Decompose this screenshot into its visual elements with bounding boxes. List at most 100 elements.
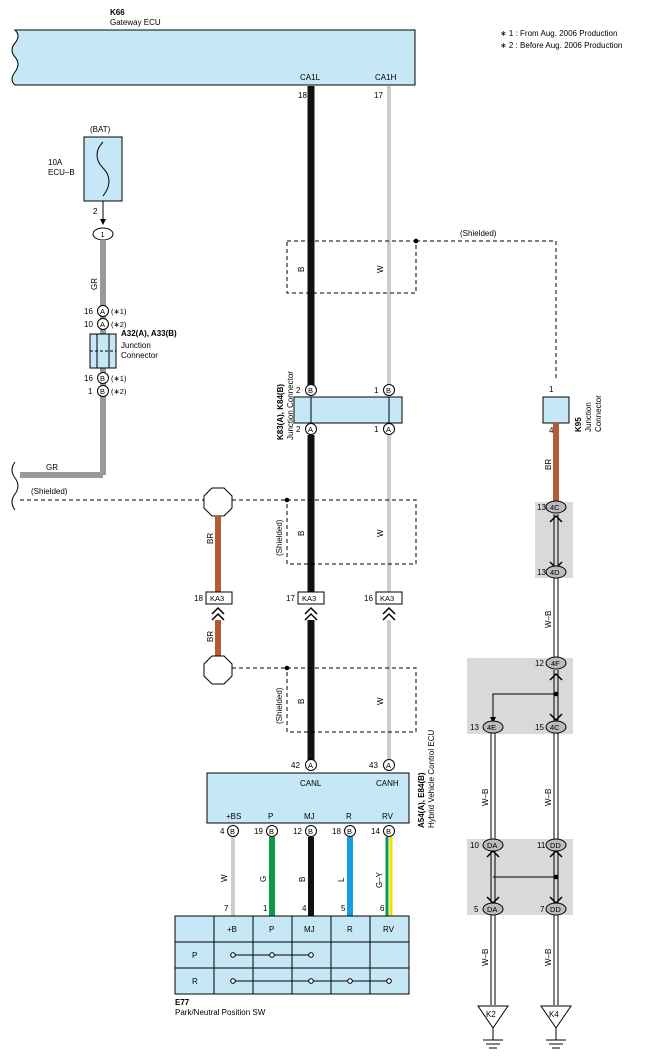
gateway-ecu-box: [11, 29, 416, 86]
wire3-label: L: [337, 877, 346, 882]
k95-top-num: 1: [549, 385, 554, 394]
hv-a42: A: [308, 761, 313, 770]
hv-n42: 42: [291, 761, 300, 770]
br-label-1: BR: [206, 533, 215, 544]
ka3-n18: 18: [194, 594, 203, 603]
fuse-symbol: [96, 141, 110, 197]
ka3-n16: 16: [364, 594, 373, 603]
k83-top-r: B: [386, 386, 391, 395]
jc-a32-r1-letter: A: [100, 320, 105, 329]
pin-17: 17: [374, 91, 383, 100]
sw-row-p: P: [192, 951, 197, 960]
k95-line1: Junction: [584, 402, 593, 432]
jc-a32-r3-letter: B: [100, 387, 105, 396]
wire4-label: G–Y: [375, 871, 384, 888]
k83-bot-l-num: 2: [296, 425, 301, 434]
k95-box: [542, 396, 570, 424]
k83-bot-r-num: 1: [374, 425, 379, 434]
br-label-2: BR: [206, 631, 215, 642]
right-connectors: 13 4C 13 4D W–B 12 4F 13 4E 15 4C W–B W–…: [470, 500, 567, 966]
rc-4e: 4E: [487, 723, 496, 732]
b-label-1: B: [297, 267, 306, 272]
wb-label-2: W–B: [481, 789, 490, 806]
ka3-n17: 17: [286, 594, 295, 603]
sw-h2: MJ: [304, 925, 315, 934]
wire2-label: B: [298, 877, 307, 882]
jc-a32-r3-num: 1: [88, 387, 93, 396]
k83-bot-r: A: [386, 425, 391, 434]
hv-code: A54(A), E84(B): [417, 772, 426, 828]
w-label-1: W: [376, 265, 385, 273]
k83-top-l-num: 2: [296, 386, 301, 395]
k83-bot-l: A: [308, 425, 313, 434]
pin-18: 18: [298, 91, 307, 100]
rc-dd-bot-num: 7: [540, 905, 545, 914]
rc-4f-num: 12: [535, 659, 544, 668]
k83-box: [293, 396, 403, 424]
wb-label-3: W–B: [544, 789, 553, 806]
ka3-label-3: KA3: [380, 594, 394, 603]
hv-a43: A: [386, 761, 391, 770]
sw-num-2: 4: [302, 904, 307, 913]
jc-a32-r2-letter: B: [100, 374, 105, 383]
jc-a32-r1-num: 10: [84, 320, 93, 329]
hv-n43: 43: [369, 761, 378, 770]
sw-h4: RV: [383, 925, 395, 934]
rc-4d: 4D: [550, 568, 560, 577]
pin3-letter: B: [347, 827, 352, 836]
pin2-label: MJ: [304, 812, 315, 821]
pin0-num: 4: [220, 827, 225, 836]
sw-num-0: 7: [224, 904, 229, 913]
sw-num-3: 5: [341, 904, 346, 913]
k95-line2: Connector: [594, 395, 603, 432]
ground-k4: [540, 1005, 572, 1029]
jc-a32-r0-num: 16: [84, 307, 93, 316]
pin1-letter: B: [269, 827, 274, 836]
pin-ca1l: CA1L: [300, 73, 321, 82]
rc-dd-bot: DD: [550, 905, 561, 914]
pin2-letter: B: [308, 827, 313, 836]
pin1-num: 19: [254, 827, 263, 836]
fuse-name: ECU–B: [48, 168, 75, 177]
jc-a32-line2: Connector: [121, 351, 158, 360]
wb-label-1: W–B: [544, 611, 553, 628]
rc-da-top-num: 10: [470, 841, 479, 850]
rc-4c-top: 4C: [550, 503, 560, 512]
k95-code: K95: [574, 417, 583, 432]
rc-4c: 4C: [550, 723, 560, 732]
pin3-label: R: [346, 812, 352, 821]
ka3-label-1: KA3: [210, 594, 224, 603]
fuse-bat: (BAT): [90, 125, 111, 134]
ground-k2: [477, 1005, 509, 1029]
rc-da-top: DA: [487, 841, 497, 850]
jc-a32-r2-note: (∗1): [111, 374, 127, 383]
b-label-2: B: [297, 531, 306, 536]
shielded-v1: (Shielded): [275, 519, 284, 556]
w-label-3: W: [376, 697, 385, 705]
pin2-num: 12: [293, 827, 302, 836]
fuse-conn-num: 1: [101, 230, 105, 239]
hv-canh: CANH: [376, 779, 399, 788]
w-label-2: W: [376, 529, 385, 537]
gr-label-top: GR: [90, 278, 99, 290]
shield-box-3: [286, 667, 417, 733]
jc-a32: 16 A (∗1) 10 A (∗2) A32(A), A33(B) Junct…: [84, 305, 177, 397]
rc-da-bot-num: 5: [474, 905, 479, 914]
gateway-code: K66: [110, 8, 125, 17]
k95-bot-num: 4: [549, 426, 554, 435]
pin0-label: +BS: [226, 812, 241, 821]
pin-ca1h: CA1H: [375, 73, 397, 82]
ka3-connectors: 18 KA3 17 KA3 16 KA3: [194, 591, 403, 621]
wb-wires: [490, 514, 559, 1005]
gateway-name: Gateway ECU: [110, 18, 161, 27]
jc-a32-code: A32(A), A33(B): [121, 329, 177, 338]
sw-num-1: 1: [263, 904, 268, 913]
hv-pins: +BS P MJ R RV 4 B 19 B 12 B 18 B 14 B: [220, 812, 395, 837]
hv-ecu-box: [206, 772, 410, 824]
pin4-num: 14: [371, 827, 380, 836]
k83-name: Junction Connector: [286, 371, 295, 440]
br-label-3: BR: [544, 459, 553, 470]
ka3-label-2: KA3: [302, 594, 316, 603]
wb-label-4: W–B: [481, 949, 490, 966]
wire0-label: W: [220, 874, 229, 882]
